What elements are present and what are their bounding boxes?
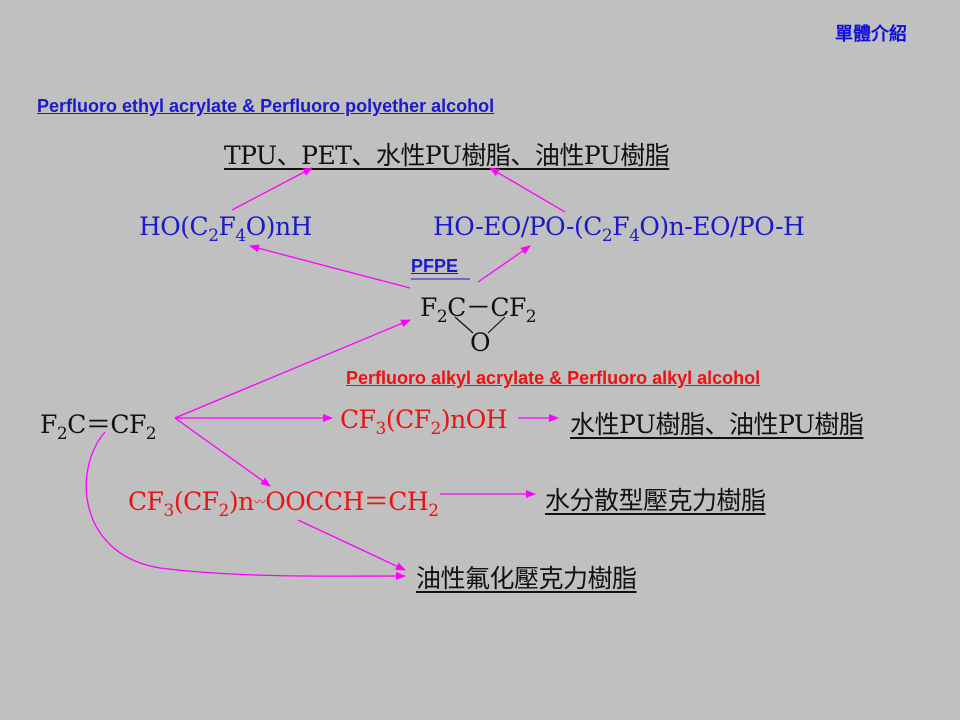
- formula-pfpe-ether: HO-EO/PO-(C2F4O)n-EO/PO-H: [433, 212, 805, 246]
- formula-fluoro-acrylate: CF3(CF2)n〰OOCCH＝CH2: [128, 487, 439, 521]
- arrow-pfpe-alcohol-to-top: [231, 167, 313, 211]
- epoxide-oxygen: O: [470, 328, 491, 357]
- arrow-epoxide-to-pfpe-alcohol: [249, 244, 411, 289]
- arrow-tfe-to-oil-acrylic: [85, 431, 406, 581]
- arrow-tfe-to-epoxide: [174, 319, 411, 419]
- arrow-epoxide-to-pfpe-ether: [477, 245, 531, 283]
- section-header-alkyl: Perfluoro alkyl acrylate & Perfluoro alk…: [346, 368, 761, 388]
- epoxide-bonds: [454, 316, 506, 334]
- corner-title: 單體介紹: [835, 24, 907, 45]
- pfpe-label: PFPE: [411, 256, 459, 276]
- arrow-tfe-to-fluoro-acrylate: [174, 417, 271, 487]
- product-top: TPU、PET、水性PU樹脂、油性PU樹脂: [224, 141, 670, 170]
- product-alcohol-resin: 水性PU樹脂、油性PU樹脂: [570, 410, 864, 439]
- formula-tfe: F2C＝CF2: [40, 410, 157, 444]
- formula-epoxide: F2C－CF2: [420, 293, 537, 327]
- arrow-fluoro-acrylate-to-oil: [297, 519, 406, 571]
- product-oil-acrylic: 油性氟化壓克力樹脂: [416, 564, 637, 593]
- section-header-pfpe: Perfluoro ethyl acrylate & Perfluoro pol…: [37, 96, 495, 116]
- arrow-pfpe-ether-to-top: [489, 167, 566, 213]
- product-water-acrylic: 水分散型壓克力樹脂: [545, 486, 766, 515]
- formula-fluoro-alcohol: CF3(CF2)nOH: [340, 405, 508, 439]
- formula-pfpe-alcohol: HO(C2F4O)nH: [139, 212, 312, 246]
